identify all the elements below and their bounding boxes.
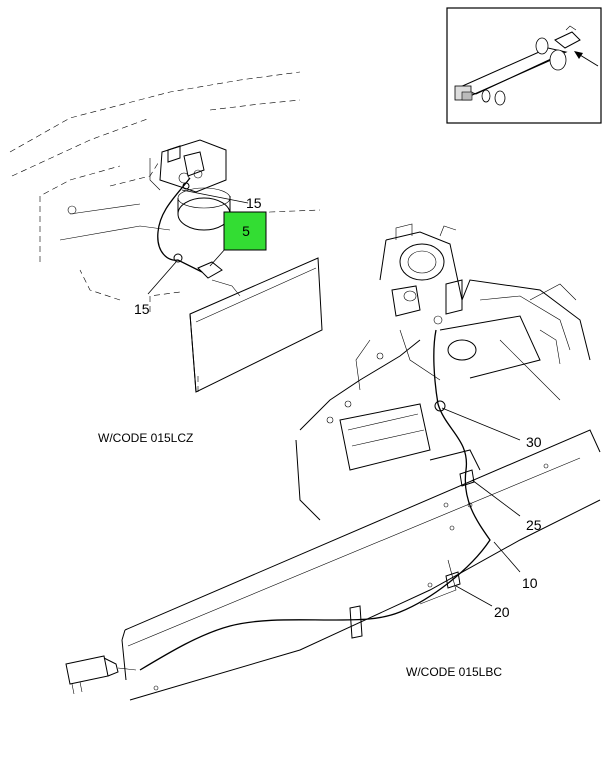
callout-5-highlight	[223, 211, 267, 251]
caption-left-view: W/CODE 015LCZ	[98, 431, 193, 445]
clamp-lower	[349, 605, 363, 639]
left-detail-view: 5 15 15 W/CODE 015LCZ	[9, 71, 323, 445]
right-main-view: 30 25 10 20 W/CODE 015LBC	[65, 223, 601, 701]
locator-inset	[446, 7, 602, 124]
callout-20: 20	[494, 604, 510, 620]
truck-chassis-thumbnail	[454, 25, 581, 106]
clip-30	[434, 400, 446, 412]
clamp-20	[445, 571, 461, 589]
frame-rail	[121, 429, 601, 701]
callout-5: 5	[242, 223, 250, 239]
locator-arrow	[574, 51, 599, 67]
crossmember-left	[189, 257, 323, 393]
caption-right-view: W/CODE 015LBC	[406, 665, 502, 679]
clip-25	[459, 469, 475, 487]
connector-left	[197, 261, 223, 279]
connector-right	[65, 655, 137, 695]
wire-clip-lower	[173, 253, 183, 263]
callout-25: 25	[526, 517, 542, 533]
callout-15-lower: 15	[134, 301, 150, 317]
engine-block	[295, 223, 591, 521]
callout-10: 10	[522, 575, 538, 591]
wire-harness-right	[139, 329, 491, 671]
callout-15-upper: 15	[246, 195, 262, 211]
callout-30: 30	[526, 434, 542, 450]
wire-harness-left	[157, 177, 203, 273]
wire-clip-upper	[182, 182, 190, 190]
